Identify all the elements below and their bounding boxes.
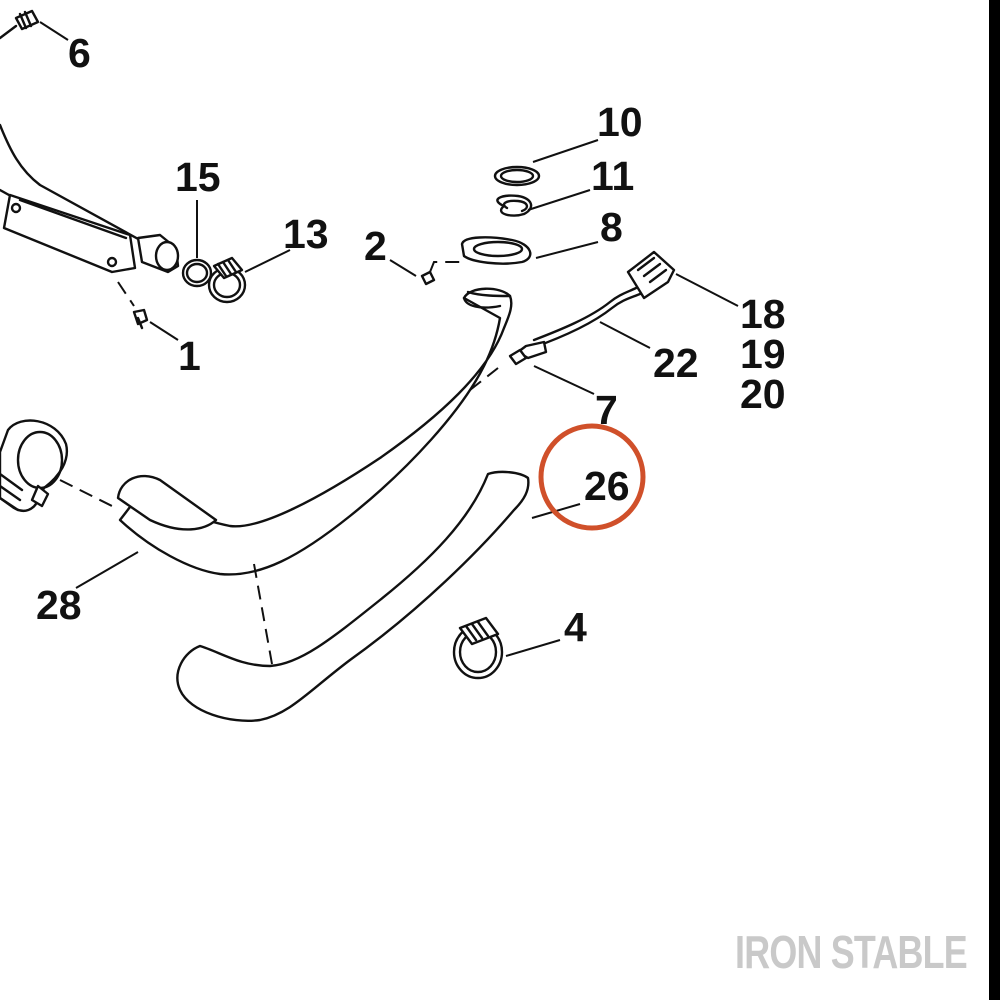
- callout-15: 15: [175, 154, 221, 200]
- part-4-clamp: [452, 616, 504, 680]
- callout-8: 8: [600, 204, 623, 250]
- part-10-gasket: [493, 165, 541, 187]
- leader-22: [599, 321, 651, 349]
- callout-6: 6: [68, 30, 91, 76]
- callout-4: 4: [564, 604, 587, 650]
- rear-header-pipe: [116, 287, 513, 576]
- watermark: IRON STABLE: [735, 926, 968, 978]
- muffler-clamp: [0, 419, 69, 512]
- front-header-pipe: [0, 123, 180, 274]
- callout-1: 1: [178, 333, 201, 379]
- part-15-ring: [181, 258, 213, 288]
- leader-2: [389, 259, 417, 277]
- leader-8: [535, 241, 599, 259]
- leader-11: [527, 189, 591, 211]
- part-18-connector: [626, 250, 676, 300]
- part-2-nut: [420, 270, 436, 286]
- leader-13: [244, 249, 291, 273]
- part-26-pipe: [176, 470, 530, 722]
- leader-18: [675, 273, 739, 307]
- part-8-gasket: [460, 236, 532, 265]
- callout-18: 18: [740, 291, 786, 337]
- callout-11: 11: [591, 153, 634, 199]
- part-11-snap-ring: [496, 194, 533, 217]
- callout-28: 28: [36, 582, 82, 628]
- callout-13: 13: [283, 211, 329, 257]
- highlight-circle-26: [538, 423, 646, 531]
- part-6-fitting: [0, 9, 40, 40]
- leader-7: [533, 365, 595, 395]
- leader-6: [39, 21, 69, 41]
- part-1-bolt: [132, 308, 149, 330]
- leader-10: [532, 139, 599, 163]
- callout-7: 7: [595, 387, 618, 433]
- part-13-clamp: [207, 256, 247, 304]
- callout-10: 10: [597, 99, 643, 145]
- callout-22: 22: [653, 340, 699, 386]
- right-border: [989, 0, 1000, 1000]
- leader-4: [505, 639, 561, 657]
- callout-19: 19: [740, 331, 786, 377]
- part-22-oxygen-sensor: [508, 286, 642, 366]
- leader-1: [149, 321, 179, 341]
- callout-20: 20: [740, 371, 786, 417]
- callout-26: 26: [584, 463, 630, 509]
- leader-28: [75, 551, 139, 589]
- callout-2: 2: [364, 223, 387, 269]
